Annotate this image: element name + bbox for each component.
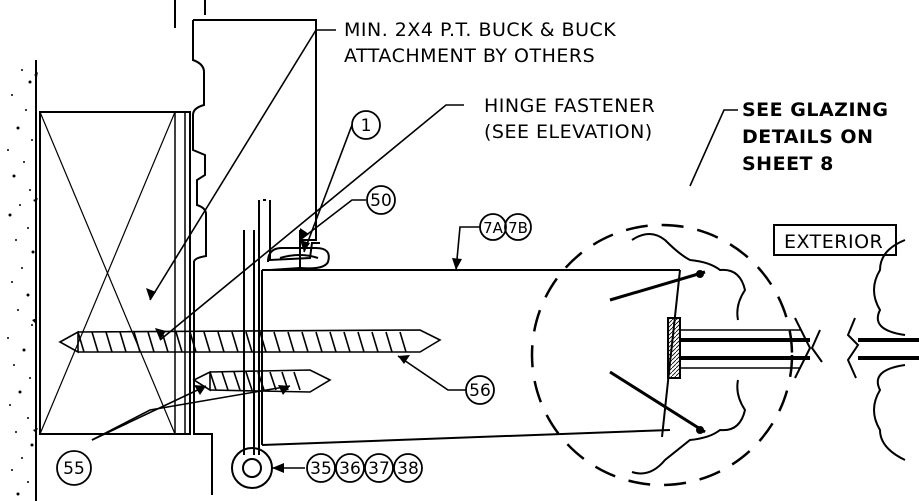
callout-56-text: 56 (469, 381, 491, 401)
hinge-note-line1: HINGE FASTENER (484, 95, 655, 117)
hinge-note-line2: (SEE ELEVATION) (484, 121, 653, 143)
callout-56-balloon (465, 375, 495, 405)
glazing-detail-callout-circle (530, 223, 794, 487)
callout-1-balloon (351, 110, 381, 140)
callout-37-text: 37 (368, 459, 390, 479)
callout-7a-text: 7A (483, 219, 504, 237)
door-stile (261, 269, 681, 446)
leader-lines (91, 29, 738, 469)
glazing-note-line3: SHEET 8 (742, 153, 834, 175)
glazing-note-line2: DETAILS ON (742, 126, 873, 148)
glazing-detail (609, 233, 919, 475)
buck-note-line2: ATTACHMENT BY OTHERS (344, 45, 595, 67)
pivot-washer (231, 447, 273, 489)
callout-7b-text: 7B (508, 219, 528, 237)
long-screw (58, 329, 442, 354)
glazing-note-line1: SEE GLAZING (742, 99, 889, 121)
callout-7a-balloon (479, 213, 507, 241)
callout-38-text: 38 (397, 459, 419, 479)
callout-7b-balloon (504, 213, 532, 241)
callout-35-balloon (306, 453, 336, 483)
buck-note-line1: MIN. 2X4 P.T. BUCK & BUCK (344, 19, 616, 41)
callout-1-text: 1 (361, 116, 372, 136)
callout-37-balloon (364, 453, 394, 483)
callout-35-text: 35 (310, 459, 332, 479)
exterior-label: EXTERIOR (784, 231, 883, 253)
callout-55-balloon (56, 450, 92, 486)
wood-buck (39, 111, 191, 435)
exterior-label-box (773, 224, 897, 256)
callout-55-text: 55 (63, 459, 85, 479)
leader-arrows (146, 228, 462, 473)
callout-36-text: 36 (339, 459, 361, 479)
concrete-wall (7, 60, 38, 501)
callout-50-text: 50 (370, 191, 392, 211)
short-screws (192, 369, 332, 393)
callout-36-balloon (335, 453, 365, 483)
weatherstrip (267, 247, 330, 271)
callout-50-balloon (366, 185, 396, 215)
callout-38-balloon (393, 453, 423, 483)
hinge-leaf (243, 199, 320, 455)
